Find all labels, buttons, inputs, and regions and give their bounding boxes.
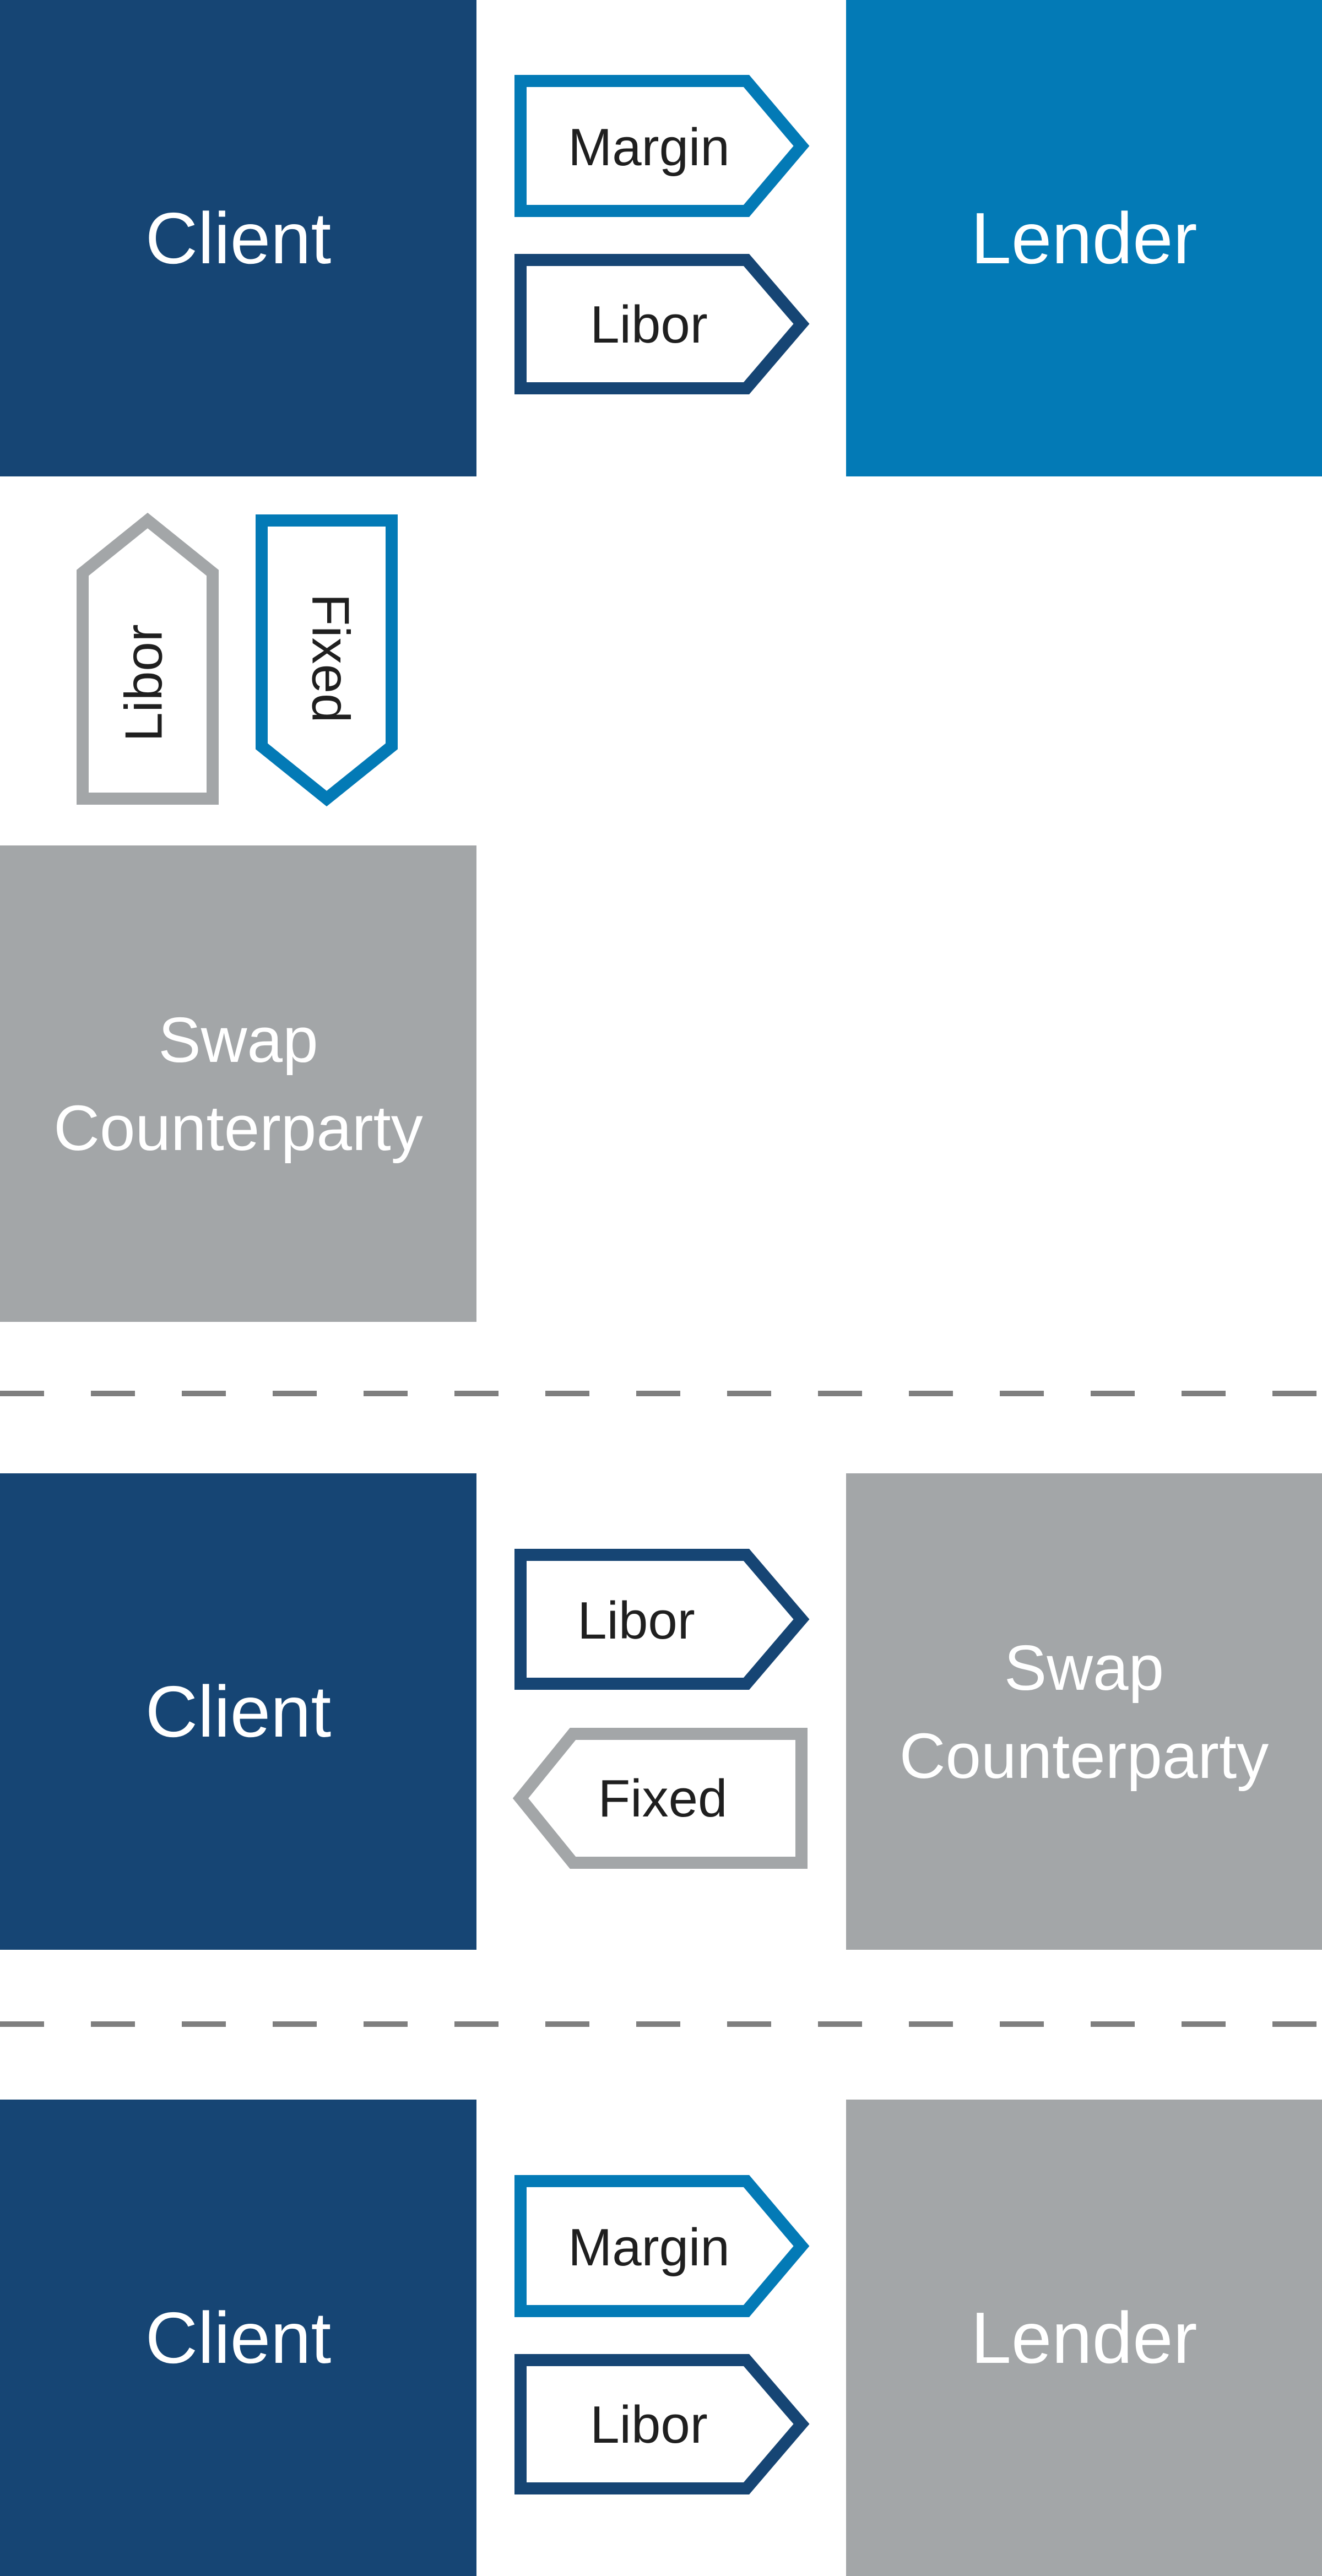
swap-label-2b: Counterparty [899,1720,1269,1792]
client-label-3: Client [145,2297,332,2378]
margin-label-3: Margin [568,2218,729,2277]
swap-label-1b: Counterparty [53,1092,423,1164]
margin-arrow-1 [514,75,810,217]
libor-arrow-2 [514,1549,810,1690]
fixed-label-2: Fixed [598,1769,728,1828]
libor-label-3: Libor [590,2395,707,2454]
fixed-down-arrow-1 [256,514,398,807]
swap-counterparty-box-2: Swap Counterparty [846,1473,1322,1950]
libor-label-2: Libor [577,1591,695,1650]
swap-counterparty-box-1: Swap Counterparty [0,845,476,1322]
client-box-3: Client [0,2100,476,2576]
lender-box-1: Lender [846,0,1322,476]
margin-arrow-3 [514,2175,810,2317]
client-box-1: Client [0,0,476,476]
swap-label-2a: Swap [1004,1631,1164,1704]
client-box-2: Client [0,1473,476,1950]
lender-label-3: Lender [971,2297,1198,2378]
client-label-2: Client [145,1671,332,1752]
lender-box-3: Lender [846,2100,1322,2576]
libor-up-label-1: Libor [114,624,173,741]
client-label-1: Client [145,198,332,279]
libor-label-1: Libor [590,295,707,354]
fixed-down-label-1: Fixed [301,594,360,723]
libor-arrow-1 [514,254,810,394]
lender-label-1: Lender [971,198,1198,279]
libor-arrow-3 [514,2354,810,2494]
swap-label-1a: Swap [158,1004,318,1076]
libor-up-arrow-1 [77,512,219,805]
fixed-arrow-2 [512,1728,808,1869]
margin-label-1: Margin [568,118,729,177]
